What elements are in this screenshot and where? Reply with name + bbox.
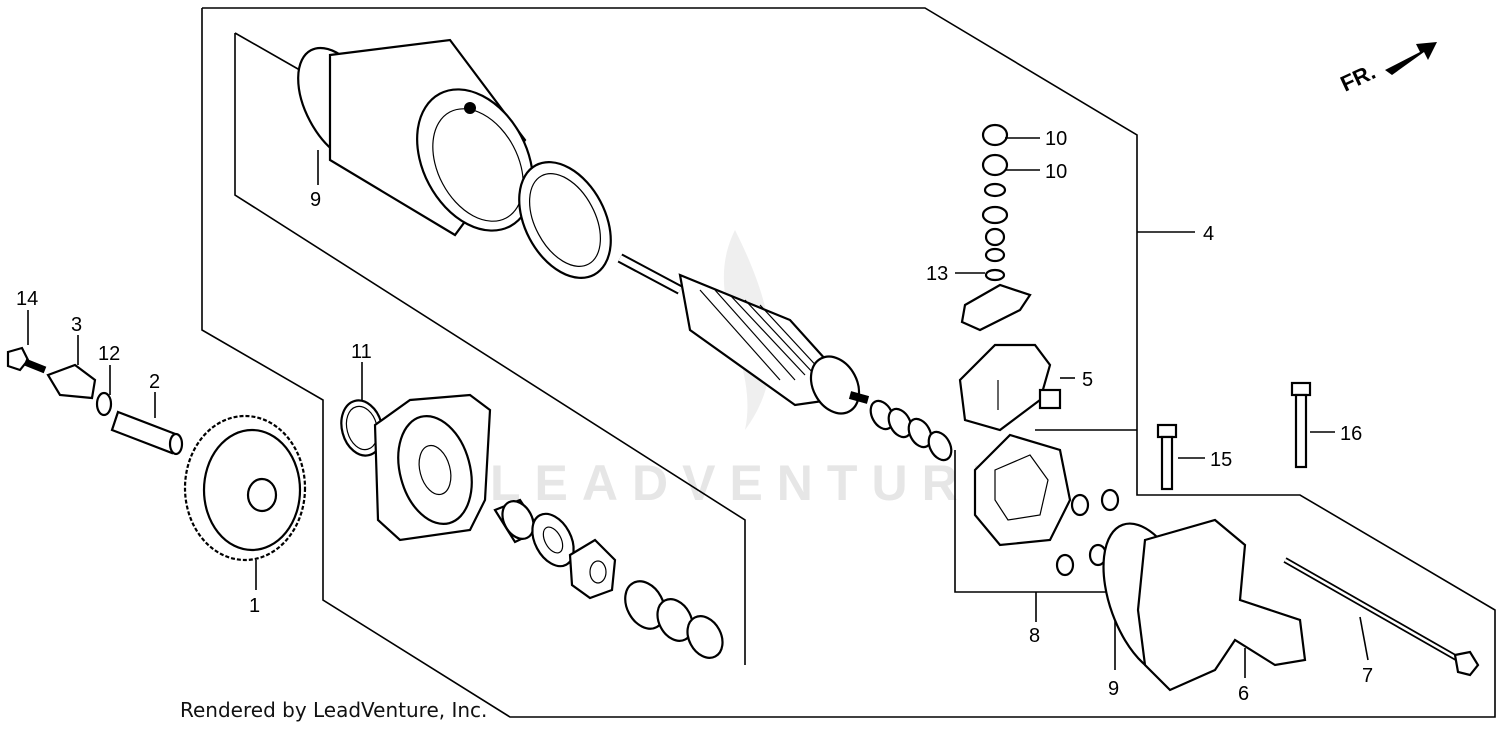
callout-13: 13 bbox=[926, 263, 948, 285]
bolt-14 bbox=[6, 346, 47, 374]
callout-7: 7 bbox=[1362, 665, 1373, 687]
callout-6: 6 bbox=[1238, 683, 1249, 705]
callout-10-upper: 10 bbox=[1045, 128, 1067, 150]
callout-4: 4 bbox=[1203, 223, 1214, 245]
yoke-ring-seal bbox=[518, 161, 612, 279]
lock-plate bbox=[568, 538, 617, 600]
washer-12 bbox=[95, 391, 113, 417]
shaft-2 bbox=[110, 410, 184, 456]
front-cover bbox=[373, 393, 492, 542]
front-direction-arrow: FR. bbox=[1337, 42, 1437, 97]
o-ring bbox=[340, 399, 384, 457]
brush-assembly bbox=[958, 343, 1062, 432]
bolt-15 bbox=[1156, 423, 1178, 491]
yoke-housing bbox=[297, 38, 534, 237]
callout-9-top: 9 bbox=[310, 189, 321, 211]
oil-seal bbox=[531, 512, 575, 568]
callout-9-bottom: 9 bbox=[1108, 678, 1119, 700]
terminal-hardware-stack bbox=[960, 123, 1032, 332]
callout-11: 11 bbox=[351, 341, 372, 363]
leader-lines bbox=[27, 137, 1369, 678]
callout-12: 12 bbox=[98, 343, 120, 365]
reduction-gear bbox=[183, 414, 307, 562]
callout-numbers: 9 10 10 4 13 5 15 16 8 9 6 7 1 2 3 12 14… bbox=[16, 128, 1373, 705]
callout-15: 15 bbox=[1210, 449, 1232, 471]
callout-10-lower: 10 bbox=[1045, 161, 1067, 183]
callout-8: 8 bbox=[1029, 625, 1040, 647]
through-bolt bbox=[1283, 557, 1480, 677]
assembly-outline bbox=[201, 7, 1496, 718]
callout-2: 2 bbox=[149, 371, 160, 393]
armature-washers bbox=[869, 399, 953, 462]
rear-cover bbox=[1102, 518, 1307, 692]
callout-5: 5 bbox=[1082, 369, 1093, 391]
front-washers bbox=[624, 580, 724, 659]
brush-holder bbox=[973, 433, 1120, 577]
armature bbox=[617, 253, 870, 415]
watermark-text: LEADVENTURE bbox=[490, 455, 1019, 511]
callout-1: 1 bbox=[249, 595, 260, 617]
holder-3 bbox=[46, 363, 97, 400]
callout-14: 14 bbox=[16, 288, 38, 310]
callout-16: 16 bbox=[1340, 423, 1362, 445]
front-direction-label: FR. bbox=[1337, 59, 1380, 97]
bolt-16 bbox=[1290, 381, 1312, 469]
callout-3: 3 bbox=[71, 314, 82, 336]
render-credit: Rendered by LeadVenture, Inc. bbox=[180, 698, 488, 722]
